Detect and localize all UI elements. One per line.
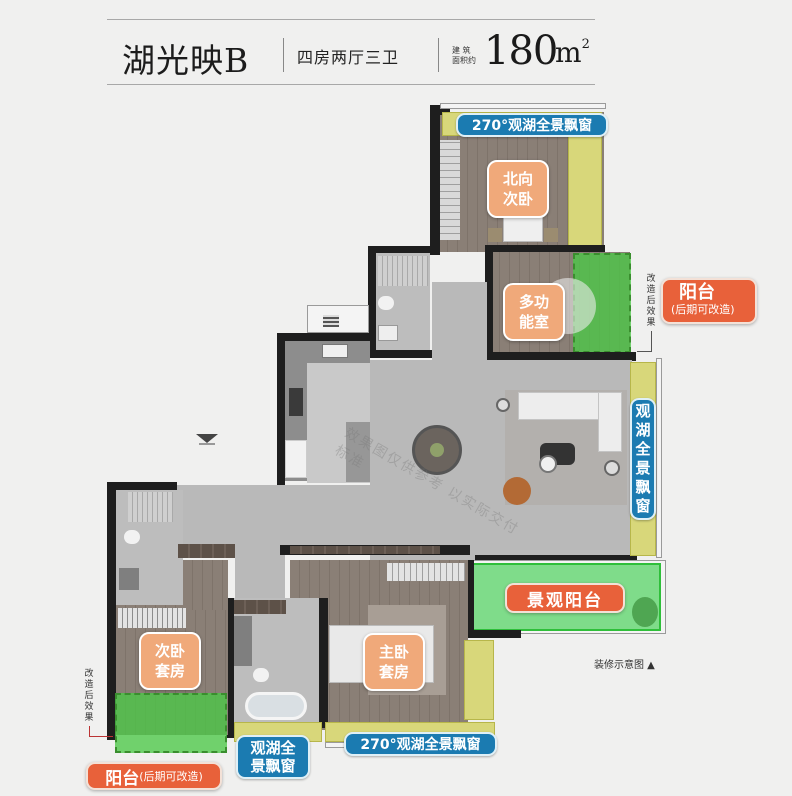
- renovation-note-left: 改造后效果: [84, 669, 94, 723]
- floor-lamp: [604, 460, 620, 476]
- balcony-plant: [632, 597, 658, 627]
- wall: [478, 352, 636, 361]
- tag-balcony-right-subtitle: (后期可改造): [671, 303, 735, 316]
- master-side-bay-window: [464, 640, 494, 720]
- shower: [378, 256, 428, 286]
- header-divider: [283, 38, 284, 72]
- secondary-wardrobe: [118, 608, 186, 628]
- room-label-multi-function: 多功 能室: [503, 283, 565, 341]
- header-top-rule: [107, 19, 595, 20]
- corridor-floor: [432, 282, 487, 362]
- tag-balcony-left-subtitle: (后期可改造): [139, 770, 203, 783]
- sink: [378, 325, 398, 341]
- wall: [368, 246, 432, 253]
- room-label-north-bedroom: 北向 次卧: [487, 160, 549, 218]
- master-wardrobe: [387, 563, 465, 581]
- secondary-corridor-floor: [183, 560, 228, 610]
- renovation-leader-right-h: [637, 351, 652, 352]
- area-value: 180: [484, 28, 558, 74]
- shower: [128, 492, 173, 522]
- tag-balcony-left-title: 阳台: [105, 768, 140, 789]
- nightstand: [488, 228, 502, 242]
- renovation-leader-right: [651, 331, 652, 351]
- area-unit: m2: [555, 36, 590, 69]
- hallway-floor: [170, 485, 380, 545]
- dining-centerpiece: [430, 443, 444, 457]
- wall: [107, 482, 177, 490]
- secondary-cabinet: [178, 544, 235, 558]
- tag-bath-bay-window-line1: 观湖全: [250, 739, 296, 757]
- wall: [475, 555, 637, 563]
- tag-north-bay-window: 270°观湖全景飘窗: [456, 113, 608, 137]
- hallway-floor-2: [235, 540, 285, 600]
- floor-lamp: [496, 398, 510, 412]
- kitchen-sink: [322, 344, 348, 358]
- tag-living-bay-window-text: 观湖全景飘窗: [635, 402, 651, 515]
- wall: [277, 333, 285, 488]
- right-window-frame: [656, 358, 662, 558]
- area-unit-sup: 2: [581, 36, 590, 52]
- tag-living-bay-window: 观湖全景飘窗: [630, 398, 656, 520]
- island-counter: [346, 422, 370, 482]
- north-side-bay-window: [568, 135, 602, 247]
- entrance-arrow-icon: [196, 434, 218, 443]
- renovation-leader-left: [89, 726, 90, 736]
- north-window-frame: [440, 103, 606, 109]
- kitchen-vent: [323, 315, 339, 327]
- renovation-note-right: 改造后效果: [646, 274, 656, 328]
- wall: [466, 630, 521, 638]
- room-label-master-suite: 主卧 套房: [363, 633, 425, 691]
- area-label-line1: 建 筑: [452, 46, 471, 55]
- area-label-line2: 面积约: [452, 56, 476, 65]
- toilet: [253, 668, 269, 682]
- layout-type: 四房两厅三卫: [297, 48, 400, 67]
- wall: [430, 105, 450, 115]
- sofa-chaise: [598, 392, 622, 452]
- tag-bath-bay-window: 观湖全 景飘窗: [236, 735, 310, 779]
- wall: [107, 482, 116, 740]
- toilet: [124, 530, 140, 544]
- tag-balcony-left: 阳台 (后期可改造): [86, 762, 222, 790]
- header-divider: [438, 38, 439, 72]
- area-unit-m: m: [555, 36, 582, 69]
- wardrobe: [440, 140, 460, 240]
- armchair: [503, 477, 531, 505]
- wall: [485, 245, 605, 253]
- tag-landscape-balcony: 景观阳台: [505, 583, 625, 613]
- tag-balcony-right: 阳台 (后期可改造): [661, 278, 757, 324]
- side-table: [539, 455, 557, 473]
- tag-bath-bay-window-line2: 景飘窗: [250, 757, 296, 775]
- wall: [430, 105, 440, 255]
- renovation-leader-left-h: [89, 736, 113, 737]
- entrance-arrow-shadow-icon: [199, 443, 215, 445]
- wall: [319, 598, 328, 728]
- master-bath-cabinet: [234, 600, 286, 614]
- wall: [368, 350, 434, 358]
- bathtub: [245, 692, 307, 720]
- wall: [277, 333, 372, 341]
- header-bottom-rule: [107, 84, 595, 85]
- cooktop: [289, 388, 303, 416]
- toilet: [378, 296, 394, 310]
- tag-master-bay-window: 270°观湖全景飘窗: [344, 732, 497, 756]
- sink: [119, 568, 139, 590]
- wall: [226, 598, 234, 738]
- wall: [368, 246, 376, 358]
- decoration-diagram-note: 装修示意图 ▲: [594, 660, 655, 671]
- wall: [466, 560, 474, 635]
- fridge: [285, 440, 307, 478]
- hall-cabinet: [290, 546, 440, 554]
- unit-name: 湖光映B: [122, 41, 250, 80]
- nightstand: [544, 228, 558, 242]
- bath-vanity: [234, 616, 252, 666]
- secondary-balcony-conversion: [115, 693, 227, 753]
- wall: [485, 248, 493, 358]
- room-label-second-suite: 次卧 套房: [139, 632, 201, 690]
- area-label: 建 筑 面积约: [452, 46, 484, 66]
- tag-balcony-right-title: 阳台: [679, 282, 715, 303]
